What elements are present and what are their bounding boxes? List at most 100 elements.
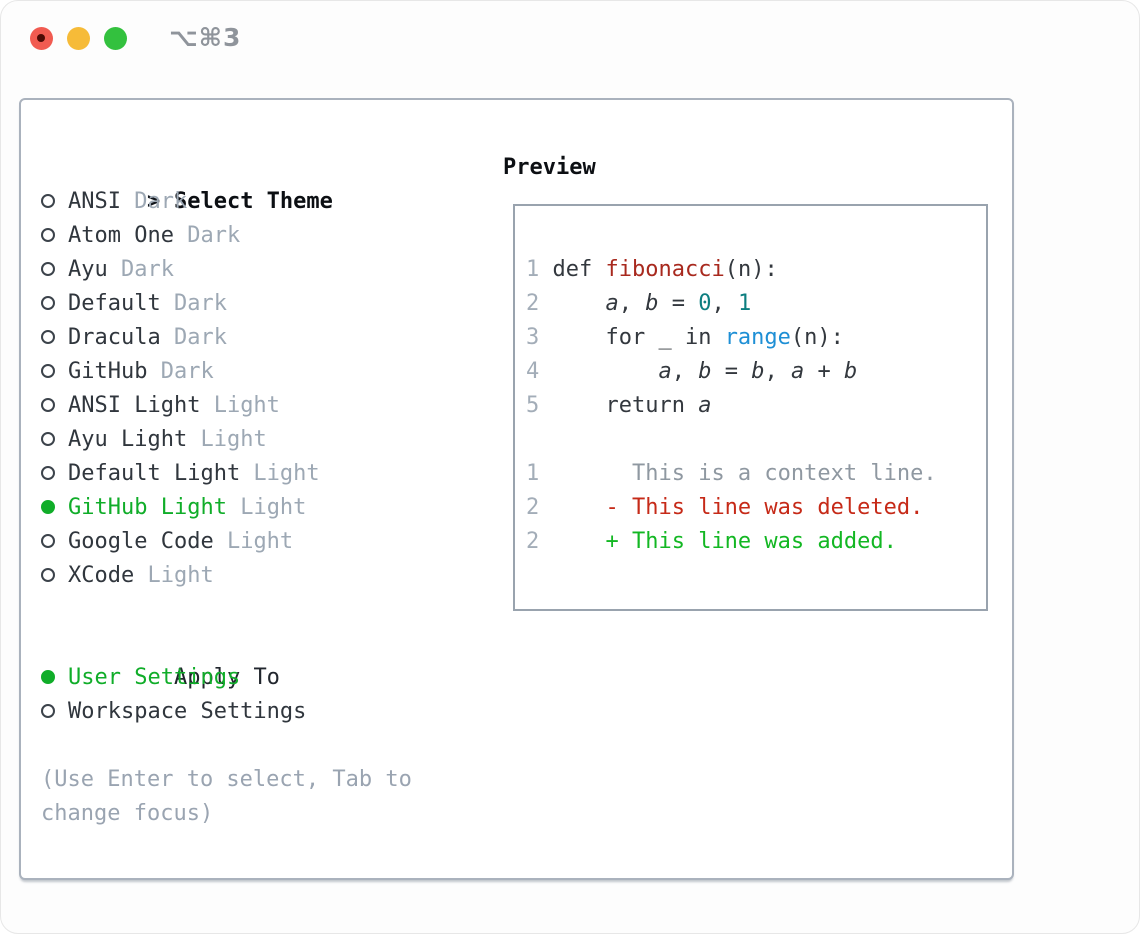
line-number: 4 (526, 359, 553, 384)
theme-option-3[interactable]: Default Dark (41, 287, 471, 321)
option-variant: Dark (147, 359, 214, 384)
circle-glyph (41, 330, 55, 344)
circle-glyph (41, 194, 55, 208)
option-variant: Light (187, 427, 267, 452)
apply-to-header: Apply To (41, 627, 471, 690)
radio-circle-icon (41, 423, 68, 457)
select-theme-label: Select Theme (173, 189, 333, 214)
option-name: Workspace Settings (68, 699, 307, 724)
circle-glyph (41, 364, 55, 378)
radio-circle-icon (41, 559, 68, 593)
spacer (41, 729, 471, 763)
token-num: 1 (737, 291, 752, 316)
radio-circle-icon (41, 253, 68, 287)
token-plain: def (552, 257, 606, 282)
token-plain: = (658, 291, 699, 316)
token-var: b (645, 291, 659, 316)
option-name: Ayu Light (68, 427, 188, 452)
option-variant: Dark (173, 223, 241, 248)
line-number: 3 (526, 325, 553, 350)
zoom-button[interactable] (104, 27, 127, 50)
radio-circle-icon (41, 355, 68, 389)
token-plain: , (618, 291, 646, 316)
option-name: Google Code (68, 529, 214, 554)
token-var: b (843, 359, 858, 384)
radio-selected-icon (41, 661, 68, 695)
theme-option-4[interactable]: Dracula Dark (41, 321, 471, 355)
theme-option-9[interactable]: GitHub Light Light (41, 491, 471, 525)
minimize-button[interactable] (67, 27, 90, 50)
token-plain: , (671, 359, 699, 384)
option-variant: Light (240, 461, 320, 486)
token-var: a (698, 393, 712, 418)
option-variant: Dark (160, 291, 227, 316)
line-number: 2 (526, 291, 553, 316)
token-plain: = (711, 359, 752, 384)
token-var: a (605, 291, 619, 316)
radio-circle-icon (41, 321, 68, 355)
keyboard-hint: (Use Enter to select, Tab to change focu… (41, 767, 412, 826)
option-variant: Light (200, 393, 280, 418)
token-plain: for _ in (552, 325, 725, 350)
option-name: Atom One (68, 223, 174, 248)
circle-glyph (41, 296, 55, 310)
theme-option-6[interactable]: ANSI Light Light (41, 389, 471, 423)
code-line-7: 2 - This line was deleted. (526, 491, 937, 525)
token-num: 0 (698, 291, 712, 316)
option-variant: Dark (107, 257, 174, 282)
token-plain: (n): (790, 325, 844, 350)
line-number (526, 427, 553, 452)
line-number: 2 (526, 495, 553, 520)
theme-option-8[interactable]: Default Light Light (41, 457, 471, 491)
theme-option-2[interactable]: Ayu Dark (41, 253, 471, 287)
option-variant: Light (134, 563, 214, 588)
option-name: Default (68, 291, 161, 316)
code-line-2: 3 for _ in range(n): (526, 321, 937, 355)
code-line-8: 2 + This line was added. (526, 525, 937, 559)
circle-glyph (41, 398, 55, 412)
circle-glyph (41, 670, 55, 684)
radio-circle-icon (41, 185, 68, 219)
code-line-1: 2 a, b = 0, 1 (526, 287, 937, 321)
unsaved-dot-icon (37, 34, 45, 42)
token-var: a (658, 359, 672, 384)
radio-selected-icon (41, 491, 68, 525)
cursor-icon: > (146, 189, 161, 214)
option-name: Dracula (68, 325, 161, 350)
radio-circle-icon (41, 525, 68, 559)
code-line-6: 1 This is a context line. (526, 457, 937, 491)
option-variant: Dark (160, 325, 227, 350)
preview-label: Preview (503, 155, 596, 180)
token-var: b (751, 359, 765, 384)
close-button[interactable] (30, 27, 53, 50)
token-plain: , (711, 291, 738, 316)
option-name: User Settings (68, 665, 241, 690)
theme-option-7[interactable]: Ayu Light Light (41, 423, 471, 457)
theme-option-5[interactable]: GitHub Dark (41, 355, 471, 389)
apply-to-label: Apply To (173, 665, 280, 690)
option-name: GitHub Light (68, 495, 227, 520)
theme-option-10[interactable]: Google Code Light (41, 525, 471, 559)
theme-option-0[interactable]: ANSI Dark (41, 185, 471, 219)
theme-option-1[interactable]: Atom One Dark (41, 219, 471, 253)
radio-circle-icon (41, 219, 68, 253)
window-title: ⌥⌘3 (169, 23, 242, 52)
apply-option-1[interactable]: Workspace Settings (41, 695, 471, 729)
theme-option-11[interactable]: XCode Light (41, 559, 471, 593)
code-line-3: 4 a, b = b, a + b (526, 355, 937, 389)
token-var: a (790, 359, 805, 384)
spacer (41, 593, 471, 627)
apply-option-0[interactable]: User Settings (41, 661, 471, 695)
token-var: b (698, 359, 712, 384)
select-theme-header: > Select Theme (41, 151, 471, 214)
radio-circle-icon (41, 389, 68, 423)
token-call: range (724, 325, 791, 350)
circle-glyph (41, 534, 55, 548)
